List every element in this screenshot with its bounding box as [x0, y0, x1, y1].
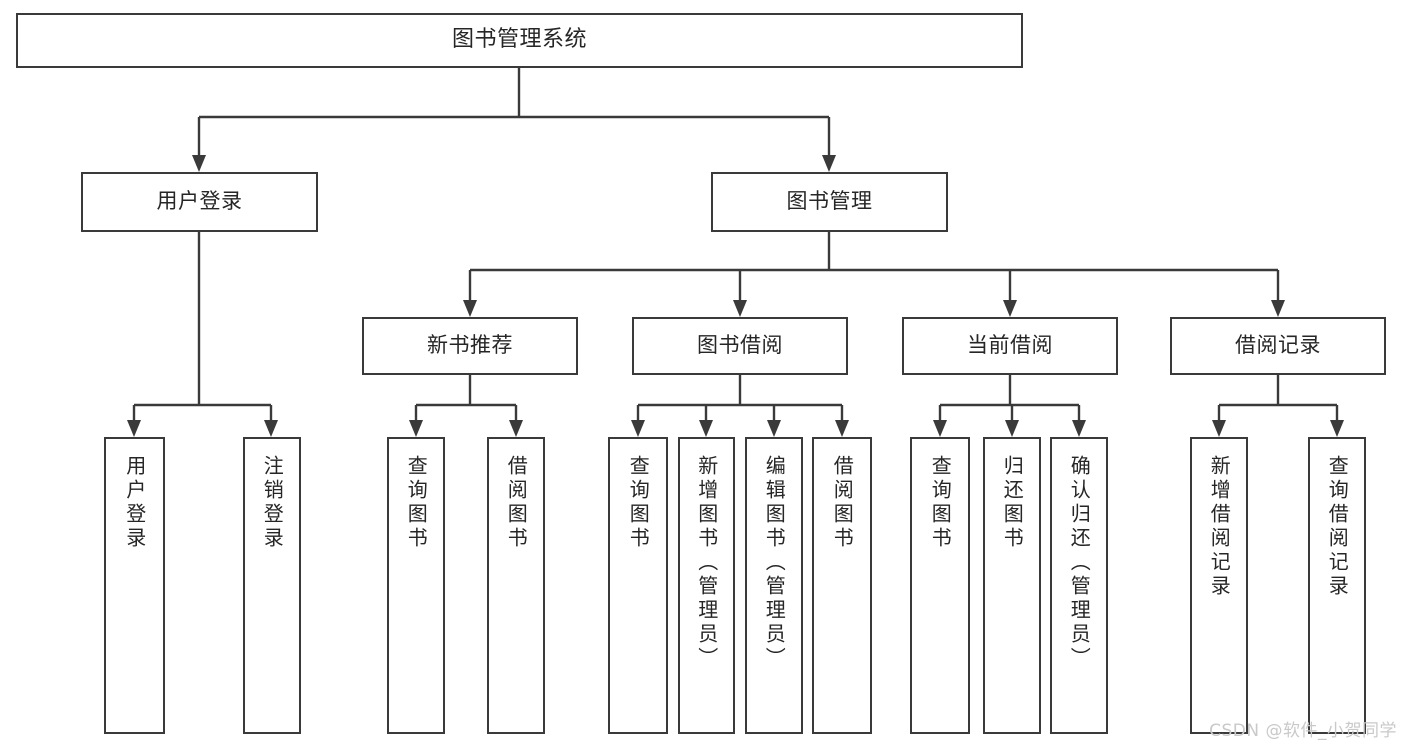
csdn-watermark: CSDN @软件_小贺同学	[1209, 721, 1397, 741]
node-leaf-edit-book[interactable]: 编辑图书（管理员）	[745, 437, 803, 734]
node-label-user-login: 用户登录	[156, 189, 243, 214]
arrow-head-book_manage_to_level3-2	[1003, 300, 1017, 317]
arrow-head-current_to_leaves-2	[1072, 420, 1086, 437]
node-label-leaf-user-login: 用户登录	[122, 455, 147, 551]
node-leaf-query-book-1[interactable]: 查询图书	[387, 437, 445, 734]
node-label-leaf-borrow-book-2: 借阅图书	[830, 455, 855, 551]
node-label-leaf-edit-book: 编辑图书（管理员）	[762, 455, 787, 671]
node-label-leaf-confirm-return: 确认归还（管理员）	[1067, 455, 1092, 671]
arrow-head-current_to_leaves-1	[1005, 420, 1019, 437]
node-label-new-book-recommend: 新书推荐	[427, 333, 513, 358]
node-label-leaf-query-book-1: 查询图书	[404, 455, 429, 551]
arrow-head-borrow_to_leaves-1	[699, 420, 713, 437]
node-label-leaf-return-book: 归还图书	[1000, 455, 1025, 551]
node-label-book-borrow: 图书借阅	[697, 333, 783, 358]
node-leaf-query-book-3[interactable]: 查询图书	[910, 437, 970, 734]
node-label-borrow-record: 借阅记录	[1235, 333, 1321, 358]
node-current-borrow[interactable]: 当前借阅	[902, 317, 1118, 375]
node-label-leaf-add-record: 新增借阅记录	[1207, 455, 1232, 599]
arrow-head-borrow_to_leaves-3	[835, 420, 849, 437]
node-label-root: 图书管理系统	[451, 27, 587, 53]
node-root[interactable]: 图书管理系统	[16, 13, 1023, 68]
arrow-head-root_to_level2-1	[822, 155, 836, 172]
node-label-current-borrow: 当前借阅	[967, 333, 1053, 358]
node-label-leaf-logout: 注销登录	[260, 455, 285, 551]
node-label-leaf-add-book: 新增图书（管理员）	[694, 455, 719, 671]
arrow-head-user_login_to_leaves-0	[127, 420, 141, 437]
arrow-head-recommend_to_leaves-0	[409, 420, 423, 437]
arrow-head-book_manage_to_level3-3	[1271, 300, 1285, 317]
arrow-head-record_to_leaves-1	[1330, 420, 1344, 437]
node-label-book-manage: 图书管理	[786, 189, 873, 214]
node-book-borrow[interactable]: 图书借阅	[632, 317, 848, 375]
node-leaf-return-book[interactable]: 归还图书	[983, 437, 1041, 734]
arrow-head-user_login_to_leaves-1	[264, 420, 278, 437]
arrow-head-borrow_to_leaves-0	[631, 420, 645, 437]
arrow-head-root_to_level2-0	[192, 155, 206, 172]
arrow-head-book_manage_to_level3-1	[733, 300, 747, 317]
node-leaf-add-record[interactable]: 新增借阅记录	[1190, 437, 1248, 734]
node-leaf-logout[interactable]: 注销登录	[243, 437, 301, 734]
node-leaf-user-login[interactable]: 用户登录	[104, 437, 165, 734]
node-new-book-recommend[interactable]: 新书推荐	[362, 317, 578, 375]
node-leaf-confirm-return[interactable]: 确认归还（管理员）	[1050, 437, 1108, 734]
node-leaf-query-book-2[interactable]: 查询图书	[608, 437, 668, 734]
node-borrow-record[interactable]: 借阅记录	[1170, 317, 1386, 375]
node-book-manage[interactable]: 图书管理	[711, 172, 948, 232]
arrow-head-book_manage_to_level3-0	[463, 300, 477, 317]
node-leaf-borrow-book-2[interactable]: 借阅图书	[812, 437, 872, 734]
arrow-head-recommend_to_leaves-1	[509, 420, 523, 437]
node-leaf-borrow-book-1[interactable]: 借阅图书	[487, 437, 545, 734]
node-label-leaf-query-record: 查询借阅记录	[1325, 455, 1350, 599]
arrow-head-borrow_to_leaves-2	[767, 420, 781, 437]
node-label-leaf-query-book-2: 查询图书	[626, 455, 651, 551]
node-label-leaf-query-book-3: 查询图书	[928, 455, 953, 551]
node-label-leaf-borrow-book-1: 借阅图书	[504, 455, 529, 551]
node-leaf-query-record[interactable]: 查询借阅记录	[1308, 437, 1366, 734]
arrow-head-current_to_leaves-0	[933, 420, 947, 437]
node-user-login[interactable]: 用户登录	[81, 172, 318, 232]
arrow-head-record_to_leaves-0	[1212, 420, 1226, 437]
node-leaf-add-book[interactable]: 新增图书（管理员）	[678, 437, 735, 734]
